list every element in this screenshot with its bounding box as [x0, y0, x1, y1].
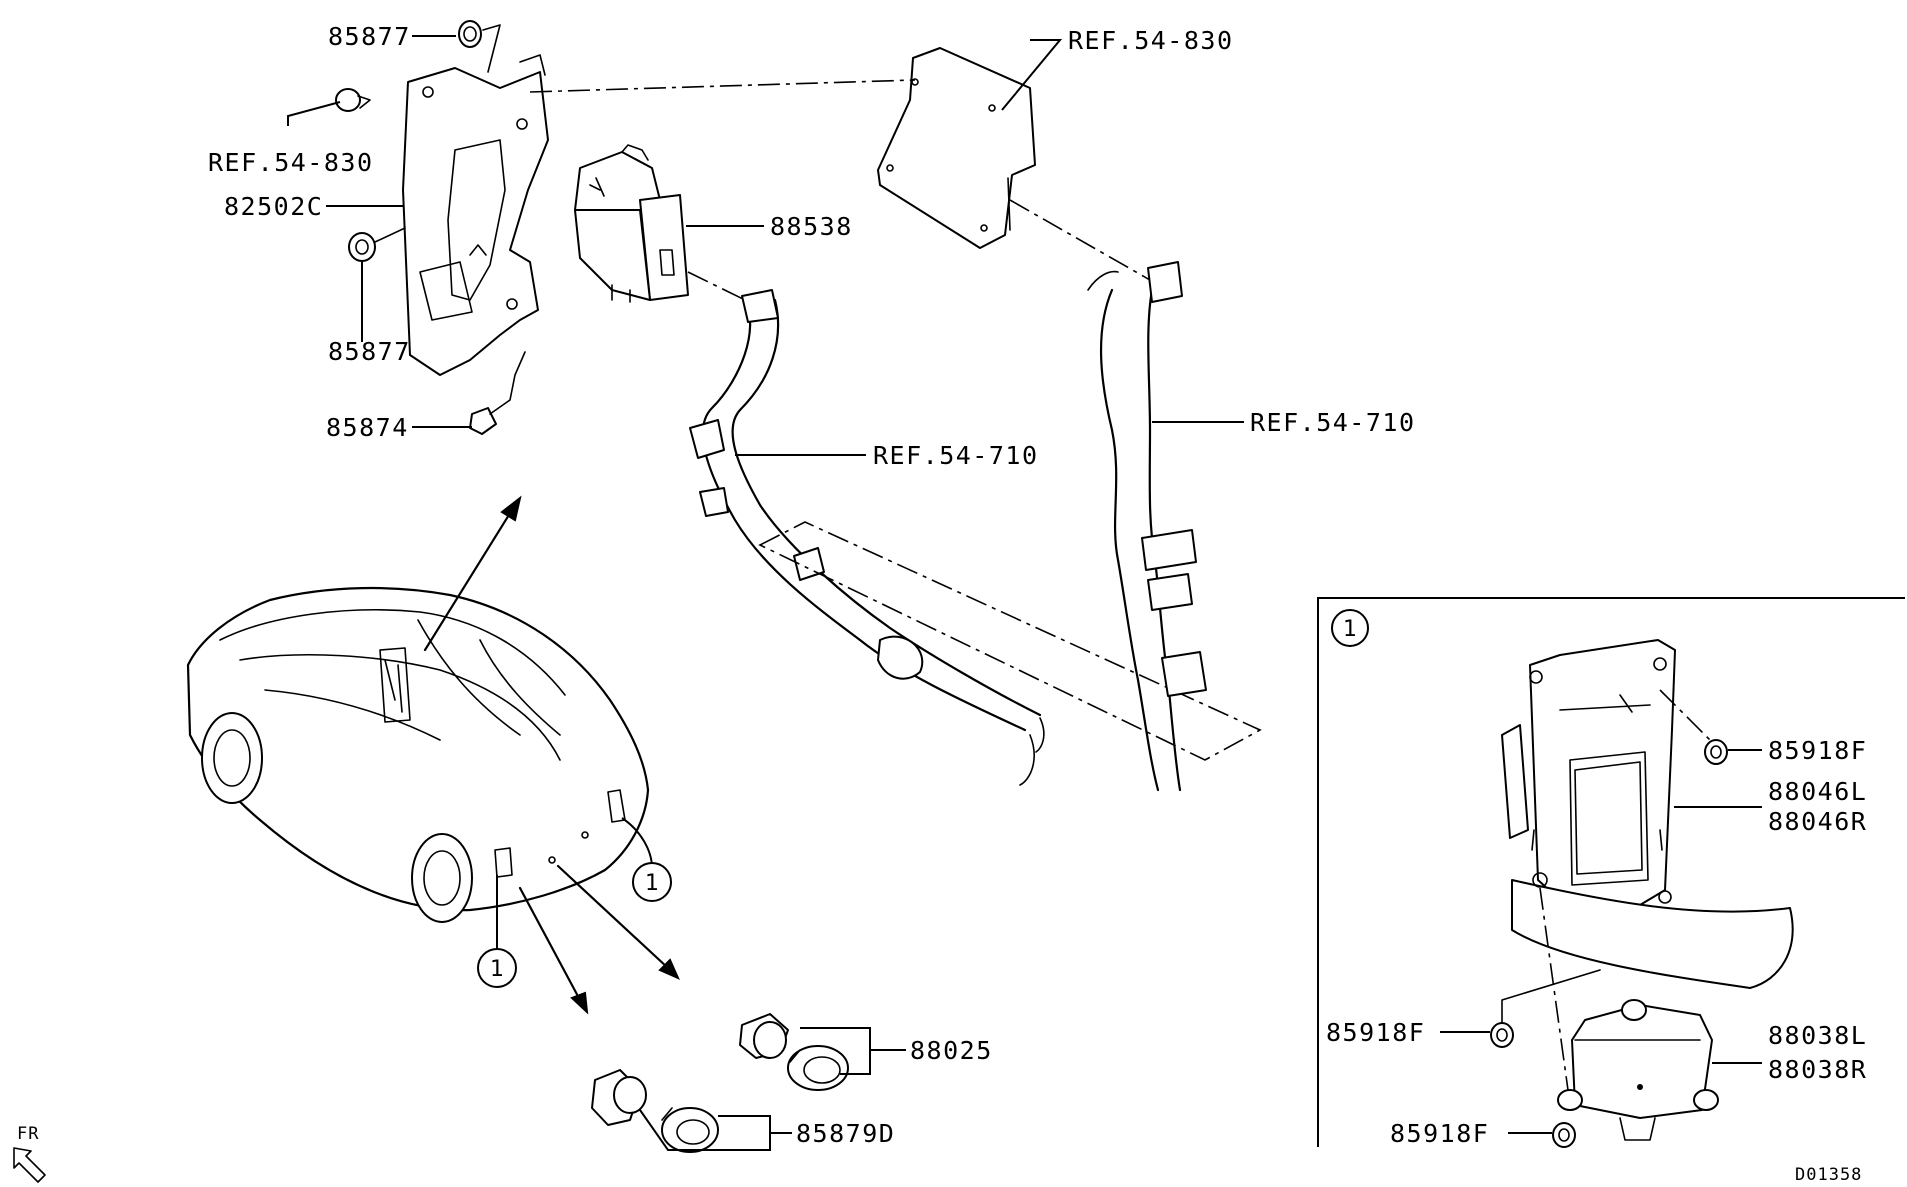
dashed-link-remote-harness — [1009, 199, 1151, 281]
label-inset-nut-mid: 85918F — [1326, 1018, 1425, 1047]
label-inset-unit-r: 88038R — [1768, 1055, 1867, 1084]
dashed-link-bracket-remote — [529, 79, 916, 93]
inset-detail: 1 — [1317, 597, 1905, 1148]
nut-85877-mid — [348, 227, 406, 262]
part-labels: 85877 REF.54-830 REF.54-830 82502C 88538… — [208, 22, 1867, 1148]
label-ref-710-mid: REF.54-710 — [873, 441, 1039, 470]
front-direction-marker: FR — [13, 1124, 46, 1183]
module-88538 — [574, 144, 689, 303]
harness-ref-54-710-mid — [689, 289, 1045, 786]
callout-car-side-text: 1 — [490, 957, 504, 982]
figure-id: D01358 — [1795, 1165, 1862, 1185]
label-ref-710-right: REF.54-710 — [1250, 408, 1416, 437]
arrow-car-to-bracket — [423, 495, 522, 652]
bolt-85874 — [469, 351, 526, 435]
label-bracket: 82502C — [224, 192, 323, 221]
label-sensor-upper: 88025 — [910, 1036, 993, 1065]
label-inset-bracket-l: 88046L — [1768, 777, 1867, 806]
callout-car-rear-text: 1 — [645, 871, 659, 896]
rivet-pin — [335, 88, 371, 112]
label-inset-nut-bottom: 85918F — [1390, 1119, 1489, 1148]
bracket-82502c — [402, 54, 549, 376]
callout-car-side: 1 — [477, 875, 517, 988]
dashed-link-module-harness — [687, 271, 746, 301]
arrow-car-to-sensor-upper — [556, 864, 680, 980]
vehicle-outline — [186, 586, 650, 923]
label-nut-mid: 85877 — [328, 337, 411, 366]
leader-lines — [287, 35, 1762, 1151]
harness-ref-54-710-right — [1087, 261, 1207, 792]
label-inset-bracket-r: 88046R — [1768, 807, 1867, 836]
sensor-85879d — [591, 1069, 719, 1153]
nut-85877-top — [458, 20, 501, 73]
label-sensor-lower: 85879D — [796, 1119, 895, 1148]
inset-marker-text: 1 — [1343, 617, 1357, 642]
sensor-88025 — [739, 1013, 849, 1091]
label-bolt: 85874 — [326, 413, 409, 442]
label-inset-unit-l: 88038L — [1768, 1021, 1867, 1050]
label-inset-nut-top: 85918F — [1768, 736, 1867, 765]
remote-unit-ref-54-830 — [877, 47, 1036, 249]
label-ref-830-right: REF.54-830 — [1068, 26, 1234, 55]
label-nut-top: 85877 — [328, 22, 411, 51]
arrow-car-to-sensor-lower — [518, 886, 589, 1015]
callout-car-rear: 1 — [621, 817, 672, 902]
dashed-bracket-harness-clip — [758, 521, 1262, 761]
label-ref-830-left: REF.54-830 — [208, 148, 374, 177]
label-module: 88538 — [770, 212, 853, 241]
fr-label: FR — [17, 1124, 39, 1144]
